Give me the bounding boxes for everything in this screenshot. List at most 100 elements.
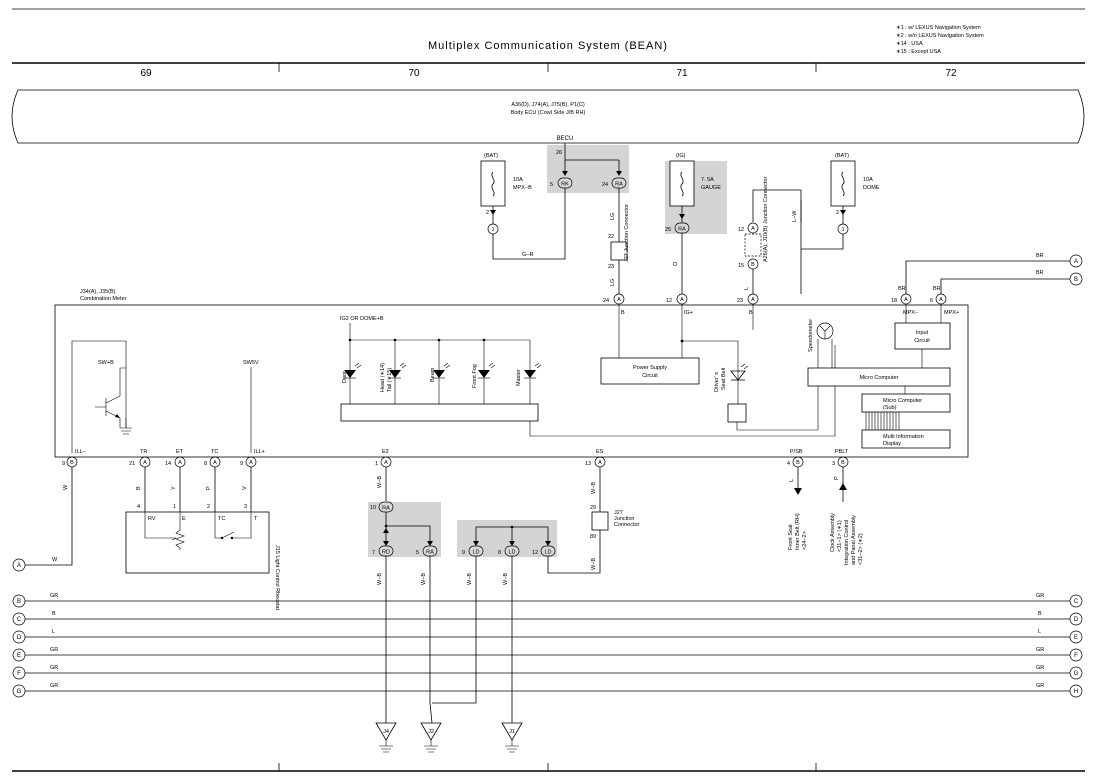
svg-text:A: A	[213, 460, 217, 466]
svg-text:GR: GR	[50, 647, 58, 653]
svg-text:4: 4	[137, 504, 140, 510]
svg-text:9: 9	[62, 461, 65, 467]
svg-text:5: 5	[550, 182, 553, 188]
svg-text:PBLT: PBLT	[835, 449, 849, 455]
svg-text:3: 3	[832, 461, 835, 467]
svg-text:2: 2	[486, 210, 489, 216]
svg-text:ET: ET	[176, 449, 184, 455]
body-ecu-banner	[11, 89, 1085, 144]
svg-text:BR: BR	[1036, 253, 1044, 259]
svg-text:9: 9	[240, 461, 243, 467]
svg-text:LG: LG	[610, 279, 616, 286]
svg-text:B: B	[70, 460, 74, 466]
svg-text:3: 3	[244, 504, 247, 510]
svg-text:6: 6	[930, 298, 933, 304]
svg-text:GR: GR	[50, 683, 58, 689]
svg-text:P/SB: P/SB	[790, 449, 803, 455]
svg-text:B: B	[749, 310, 753, 316]
svg-text:12: 12	[666, 298, 672, 304]
svg-text:2: 2	[836, 210, 839, 216]
svg-text:25: 25	[665, 227, 671, 233]
svg-text:B: B	[17, 599, 21, 605]
svg-text:10: 10	[370, 505, 376, 511]
svg-text:L: L	[789, 479, 795, 482]
svg-text:A: A	[751, 297, 755, 303]
svg-text:W−B: W−B	[421, 573, 427, 585]
svg-text:W−B: W−B	[503, 573, 509, 585]
svg-text:5: 5	[416, 550, 419, 556]
svg-text:<31−1> (∗1): <31−1> (∗1)	[837, 520, 843, 552]
svg-text:∗15 : Except USA: ∗15 : Except USA	[896, 49, 941, 55]
svg-text:9: 9	[462, 550, 465, 556]
svg-text:D: D	[1074, 617, 1079, 623]
head-tail-lamp: Head (∗14) Tail (∗15)	[380, 338, 407, 404]
beam-lamp: Beam	[430, 338, 451, 404]
becu-label: BECU	[557, 136, 574, 142]
svg-text:GR: GR	[1036, 593, 1044, 599]
svg-text:(Sub): (Sub)	[883, 405, 897, 411]
svg-text:1: 1	[375, 461, 378, 467]
svg-text:Door: Door	[342, 371, 348, 383]
svg-text:Clock Assembly: Clock Assembly	[830, 513, 836, 552]
input-circuit	[894, 322, 951, 350]
svg-text:12: 12	[532, 550, 538, 556]
body-ecu-location: Body ECU (Cowl Side J/B RH)	[511, 110, 586, 116]
a26-junction	[744, 233, 762, 257]
svg-text:E2: E2	[382, 449, 389, 455]
svg-text:Micro Computer: Micro Computer	[859, 375, 898, 381]
bus-lines: B C D E F G C D E F G H GR B L GR GR GR …	[12, 593, 1083, 698]
svg-text:ILL+: ILL+	[254, 449, 265, 455]
warning-lamps: Door Head (∗14) Tail (∗15) Beam Front Fo…	[342, 338, 542, 404]
svg-text:GR: GR	[1036, 665, 1044, 671]
front-fog-lamp: Front Fog	[472, 338, 496, 404]
svg-text:B: B	[1074, 277, 1078, 283]
master-lamp: Master	[516, 340, 542, 404]
micro-computer-sub	[861, 393, 951, 413]
svg-text:GAUGE: GAUGE	[701, 185, 721, 191]
svg-text:and Panel Assembly: and Panel Assembly	[851, 515, 857, 565]
svg-text:Micro Computer: Micro Computer	[883, 398, 922, 404]
lamp-driver-block	[340, 403, 539, 422]
svg-text:ILL−: ILL−	[75, 449, 86, 455]
page-number: 69	[140, 68, 152, 79]
svg-text:E: E	[182, 516, 186, 522]
svg-text:IG+: IG+	[684, 310, 693, 316]
svg-text:A: A	[143, 460, 147, 466]
svg-text:GR: GR	[1036, 647, 1044, 653]
svg-text:B: B	[796, 460, 800, 466]
svg-text:8: 8	[498, 550, 501, 556]
svg-text:J4: J4	[383, 729, 389, 735]
svg-text:L: L	[744, 287, 750, 290]
svg-text:GR: GR	[1036, 683, 1044, 689]
svg-text:W: W	[52, 557, 58, 563]
svg-text:O: O	[673, 261, 679, 266]
svg-text:D: D	[17, 635, 22, 641]
svg-text:Junction: Junction	[614, 516, 635, 522]
svg-text:RD: RD	[382, 550, 390, 556]
svg-text:Circuit: Circuit	[914, 338, 930, 344]
ground-j2: J2	[420, 722, 442, 753]
svg-text:Seat Belt: Seat Belt	[721, 367, 727, 390]
svg-text:B: B	[136, 486, 142, 490]
svg-text:29: 29	[590, 505, 596, 511]
svg-text:14: 14	[165, 461, 171, 467]
svg-text:W−B: W−B	[377, 573, 383, 585]
svg-text:H: H	[1074, 689, 1078, 695]
svg-text:8: 8	[204, 461, 207, 467]
diagram-title: Multiplex Communication System (BEAN)	[428, 40, 668, 52]
svg-text:A: A	[751, 226, 755, 232]
svg-text:1: 1	[841, 227, 844, 233]
svg-text:<24−2>: <24−2>	[802, 531, 808, 550]
svg-text:J27: J27	[614, 510, 623, 516]
light-control-rheostat	[125, 511, 270, 574]
svg-text:BR: BR	[1036, 270, 1044, 276]
svg-text:W−B: W−B	[591, 482, 597, 494]
svg-text:G−R: G−R	[522, 252, 533, 258]
door-lamp: Door	[342, 338, 362, 404]
svg-text:A: A	[1074, 259, 1078, 265]
svg-text:A: A	[249, 460, 253, 466]
svg-text:F: F	[17, 671, 21, 677]
svg-text:A: A	[178, 460, 182, 466]
svg-text:10A: 10A	[513, 177, 523, 183]
svg-text:A: A	[17, 563, 21, 569]
